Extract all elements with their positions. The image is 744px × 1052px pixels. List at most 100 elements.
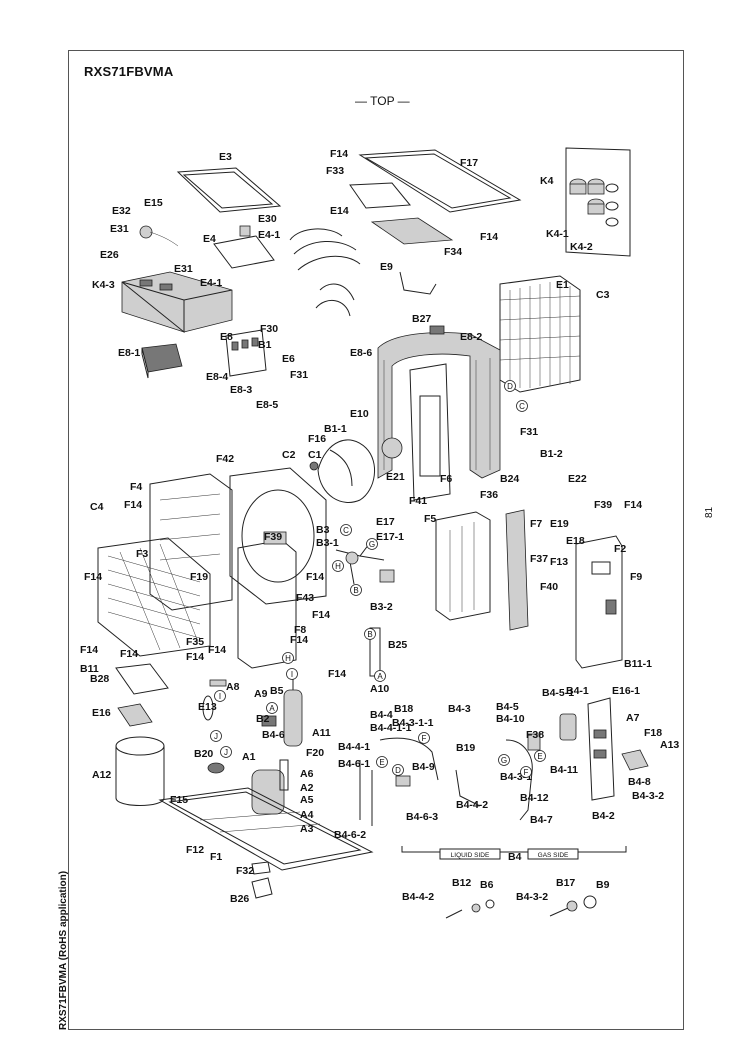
part-label: B4-7 — [530, 814, 553, 826]
part-label: A11 — [312, 727, 331, 739]
part-label: E26 — [100, 249, 119, 261]
part-label: B4-3-2 — [632, 790, 664, 802]
marker-circle — [504, 380, 516, 392]
part-label: E8-1 — [118, 347, 140, 359]
gas-side-label: GAS SIDE — [538, 852, 569, 859]
part-label: F41 — [409, 495, 427, 507]
part-label: B4-9 — [412, 761, 435, 773]
part-b26 — [251, 877, 273, 899]
marker-letter: H — [285, 654, 291, 663]
part-a12-insulation — [115, 736, 165, 806]
part-label: F14 — [306, 571, 324, 583]
part-label: B4-5 — [496, 701, 519, 713]
part-label: E9 — [380, 261, 393, 273]
marker-letter: I — [291, 670, 293, 679]
part-label: B4-3-2 — [516, 891, 548, 903]
part-label: E8 — [220, 331, 233, 343]
part-label: C4 — [90, 501, 104, 513]
marker-circle — [516, 400, 528, 412]
part-label: B24 — [500, 473, 519, 485]
part-b4-gas-valve — [559, 697, 649, 801]
part-label: B1-1 — [324, 423, 347, 435]
part-f40 — [505, 509, 529, 631]
model-title: RXS71FBVMA — [84, 64, 174, 79]
part-label: F18 — [644, 727, 662, 739]
marker-letter: A — [269, 704, 275, 713]
part-label: K4-1 — [546, 228, 569, 240]
part-label: E8-6 — [350, 347, 372, 359]
part-label: E1 — [556, 279, 569, 291]
circle-marker: I — [214, 690, 226, 702]
part-label: B1-2 — [540, 448, 563, 460]
part-label: E31 — [174, 263, 193, 275]
part-label: F3 — [136, 548, 148, 560]
part-label: E4-1 — [200, 277, 222, 289]
part-label: F8 — [294, 624, 306, 636]
part-label: B4-4-2 — [402, 891, 434, 903]
part-f42 — [229, 467, 327, 605]
circle-marker: C — [340, 524, 352, 536]
part-label: F32 — [236, 865, 254, 877]
part-label: F15 — [170, 794, 188, 806]
part-label: K4-2 — [570, 241, 593, 253]
part-c4-grille — [97, 537, 211, 657]
part-label: E19 — [550, 518, 569, 530]
marker-letter: E — [379, 758, 384, 767]
part-label: E17 — [376, 516, 395, 528]
part-label: B1 — [258, 339, 272, 351]
part-label: B11 — [80, 663, 99, 675]
b4-bracket — [401, 846, 627, 853]
part-label: F17 — [460, 157, 478, 169]
part-label: A10 — [370, 683, 389, 695]
part-label: B5 — [270, 685, 284, 697]
part-b3 — [335, 539, 395, 585]
part-f17-top-panel — [349, 149, 522, 245]
part-e6 — [141, 343, 183, 379]
part-label: E21 — [386, 471, 405, 483]
b4-group-label: B4 — [508, 851, 522, 863]
part-label: B4-4 — [370, 709, 393, 721]
part-a10 — [115, 663, 169, 727]
marker-letter: F — [524, 768, 529, 777]
part-label: E10 — [350, 408, 369, 420]
part-b4-piping — [359, 733, 541, 826]
circle-marker: B — [350, 584, 362, 596]
circle-marker: G — [498, 754, 510, 766]
part-e4-pcb — [213, 225, 275, 269]
circle-marker: C — [516, 400, 528, 412]
part-label: E8-4 — [206, 371, 228, 383]
part-label: F14 — [624, 499, 642, 511]
part-label: F14 — [290, 634, 308, 646]
part-label: B4-6-2 — [334, 829, 366, 841]
part-label: B4-3 — [448, 703, 471, 715]
marker-circle — [350, 584, 362, 596]
marker-circle — [332, 560, 344, 572]
part-label: A7 — [626, 712, 640, 724]
part-label: B4-2 — [592, 810, 615, 822]
part-label: F7 — [530, 518, 542, 530]
part-label: F9 — [630, 571, 642, 583]
part-label: F36 — [480, 489, 498, 501]
part-label: F14 — [330, 148, 348, 160]
marker-letter: E — [537, 752, 542, 761]
circle-marker: G — [366, 538, 378, 550]
circle-marker: A — [266, 702, 278, 714]
part-f8-front-panel — [237, 531, 297, 669]
part-label: B25 — [388, 639, 407, 651]
part-label: E30 — [258, 213, 277, 225]
part-e15 — [139, 225, 179, 247]
part-label: F5 — [424, 513, 436, 525]
part-label: F16 — [308, 433, 326, 445]
part-drawings — [97, 147, 649, 919]
part-label: F42 — [216, 453, 234, 465]
top-label: — TOP — — [355, 94, 410, 108]
part-label: E22 — [568, 473, 587, 485]
marker-letter: G — [369, 540, 375, 549]
part-label: B4-6 — [262, 729, 285, 741]
part-label: A5 — [300, 794, 314, 806]
marker-letter: C — [519, 402, 525, 411]
part-label: F14 — [80, 644, 98, 656]
circle-marker: H — [332, 560, 344, 572]
part-label: B4-8 — [628, 776, 651, 788]
